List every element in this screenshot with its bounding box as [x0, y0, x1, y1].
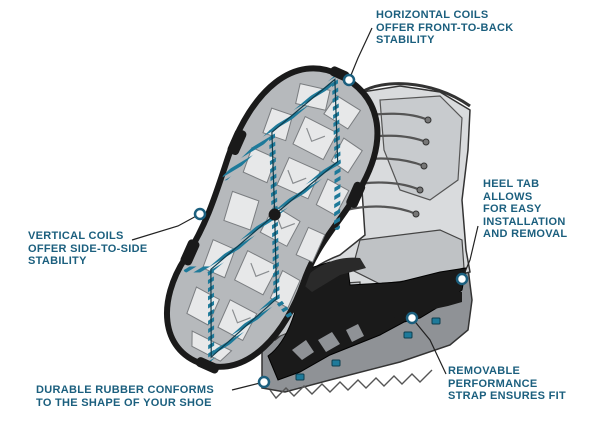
callout-line: STABILITY	[376, 34, 435, 46]
leader-heel-tab	[461, 225, 479, 280]
callout-line: HEEL TAB	[483, 178, 540, 190]
callout-line: STRAP ENSURES FIT	[448, 390, 566, 402]
dot-horizontal-coils	[342, 73, 356, 87]
callout-line: HORIZONTAL COILS	[376, 9, 489, 21]
callout-line: STABILITY	[28, 255, 87, 267]
callout-line: FOR EASY	[483, 203, 542, 215]
dot-vertical-coils	[193, 207, 207, 221]
callout-line: REMOVABLE	[448, 365, 521, 377]
callout-vertical-coils: VERTICAL COILS OFFER SIDE-TO-SIDE STABIL…	[28, 230, 147, 268]
boot-illustration	[261, 82, 473, 400]
dot-strap	[405, 311, 419, 325]
callout-line: VERTICAL COILS	[28, 230, 124, 242]
dot-rubber	[257, 375, 271, 389]
sole-illustration	[164, 65, 381, 374]
leader-horizontal-coils	[348, 27, 373, 81]
callout-strap: REMOVABLE PERFORMANCE STRAP ENSURES FIT	[448, 365, 566, 403]
callout-horizontal-coils: HORIZONTAL COILS OFFER FRONT-TO-BACK STA…	[376, 9, 514, 47]
callout-line: AND REMOVAL	[483, 228, 568, 240]
callout-line: DURABLE RUBBER CONFORMS	[36, 384, 215, 396]
leader-lines	[131, 27, 479, 391]
callout-dots	[193, 73, 469, 389]
callout-line: OFFER FRONT-TO-BACK	[376, 21, 514, 34]
callout-line: PERFORMANCE	[448, 377, 538, 390]
callout-line: INSTALLATION	[483, 215, 566, 228]
dot-heel-tab	[455, 272, 469, 286]
leader-vertical-coils	[131, 213, 201, 241]
leader-strap	[411, 317, 447, 375]
callout-line: ALLOWS	[483, 190, 533, 203]
callout-line: TO THE SHAPE OF YOUR SHOE	[36, 396, 212, 409]
callout-heel-tab: HEEL TAB ALLOWS FOR EASY INSTALLATION AN…	[483, 178, 567, 241]
callout-line: OFFER SIDE-TO-SIDE	[28, 242, 148, 255]
callout-rubber: DURABLE RUBBER CONFORMS TO THE SHAPE OF …	[36, 384, 214, 409]
